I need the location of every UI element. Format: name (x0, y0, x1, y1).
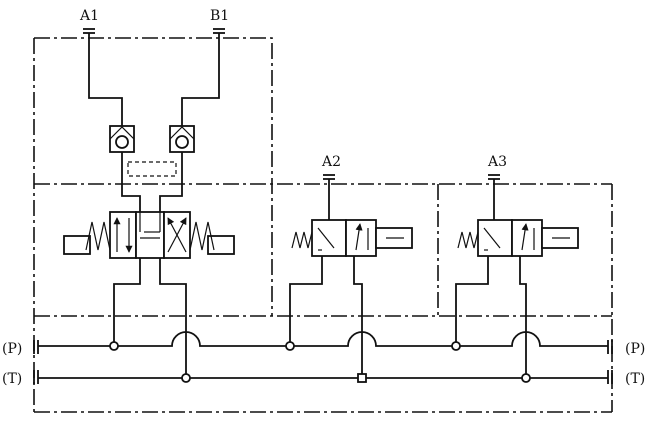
port-label-t-left: (T) (2, 371, 22, 387)
port-label-p-right: (P) (625, 341, 645, 357)
solenoid-valve-a2 (289, 179, 413, 378)
port-label-a1: A1 (79, 8, 99, 24)
port-label-a3: A3 (487, 154, 507, 170)
section-1-pt-lines (113, 258, 187, 378)
pilot-check-valve-left (109, 125, 135, 153)
pilot-check-valve-right (169, 125, 195, 153)
directional-valve-4-3 (63, 211, 235, 259)
port-label-t-right: (T) (625, 371, 645, 387)
port-label-p-left: (P) (2, 341, 22, 357)
section-1-work-lines (88, 33, 220, 212)
solenoid-valve-a3 (455, 179, 579, 378)
junction-markers (109, 341, 531, 383)
port-label-b1: B1 (210, 8, 229, 24)
port-label-a2: A2 (321, 154, 341, 170)
pilot-line-box (127, 161, 177, 177)
pressure-gallery-line (38, 331, 608, 347)
